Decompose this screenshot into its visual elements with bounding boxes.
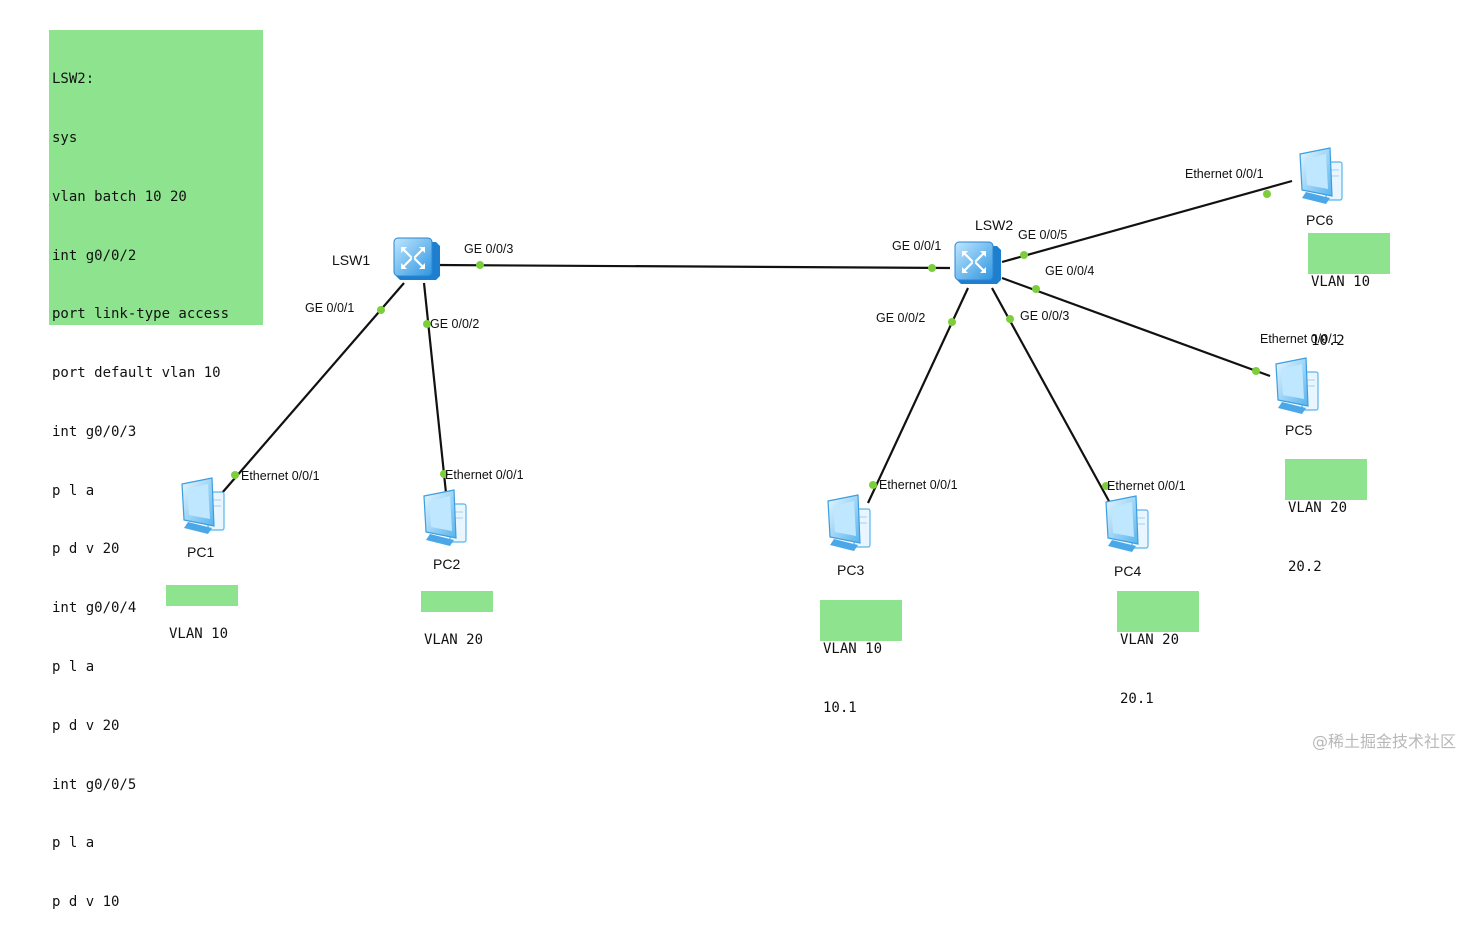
config-line: sys (52, 129, 78, 146)
port-dot-lsw1-ge002 (423, 320, 431, 328)
vlan-tag-pc1: VLAN 10 (166, 585, 238, 642)
port-label-pc5-eth: Ethernet 0/0/1 (1260, 332, 1339, 346)
topology-canvas (181, 147, 1343, 553)
config-line: int g0/0/4 (52, 600, 137, 617)
vlan-tag-pc2: VLAN 20 (421, 591, 493, 648)
config-note: LSW2: sys vlan batch 10 20 int g0/0/2 po… (49, 30, 263, 910)
vlan-tag-line: 20.2 (1288, 558, 1322, 575)
switch-icon[interactable] (392, 236, 442, 282)
switch-icon[interactable] (953, 240, 1003, 286)
port-label-lsw2-ge003: GE 0/0/3 (1020, 309, 1070, 323)
config-line: int g0/0/2 (52, 247, 137, 264)
device-name-pc6: PC6 (1306, 212, 1334, 228)
pc-icon[interactable] (1105, 495, 1149, 553)
config-line: p l a (52, 659, 95, 675)
link-lsw1-lsw2[interactable] (435, 263, 951, 270)
port-label-pc4-eth: Ethernet 0/0/1 (1107, 479, 1186, 493)
config-line: vlan batch 10 20 (52, 188, 187, 205)
vlan-tag-line: VLAN 20 (1120, 632, 1180, 649)
config-line: p d v 20 (52, 541, 120, 558)
vlan-tag-pc4: VLAN 20 20.1 (1117, 591, 1199, 707)
config-line: port link-type access (52, 306, 230, 323)
device-name-pc3: PC3 (837, 562, 865, 578)
config-line: port default vlan 10 (52, 365, 221, 382)
config-line: p d v 20 (52, 717, 120, 734)
port-dot-pc5-eth (1252, 367, 1260, 375)
config-line: p d v 10 (52, 894, 120, 911)
port-label-pc3-eth: Ethernet 0/0/1 (879, 478, 958, 492)
port-dots (231, 190, 1271, 490)
port-label-lsw1-ge001: GE 0/0/1 (305, 301, 355, 315)
config-line: p l a (52, 835, 95, 852)
config-line: p l a (52, 482, 95, 499)
device-name-pc4: PC4 (1114, 563, 1142, 579)
device-name-lsw2: LSW2 (975, 217, 1014, 233)
vlan-tag-line: 10.2 (1311, 332, 1345, 349)
link-lsw1-pc2[interactable] (422, 282, 448, 494)
vlan-tag-line: VLAN 20 (1288, 500, 1348, 517)
watermark: @稀土掘金技术社区 (1311, 732, 1456, 751)
device-name-pc1: PC1 (187, 544, 215, 560)
port-label-lsw2-ge001: GE 0/0/1 (892, 239, 942, 253)
vlan-tag-line: VLAN 10 (169, 626, 229, 643)
port-label-lsw2-ge002: GE 0/0/2 (876, 311, 926, 325)
link-lsw2-pc5[interactable] (1001, 276, 1271, 378)
config-line: int g0/0/3 (52, 423, 137, 440)
links (221, 179, 1293, 504)
config-line: LSW2: (52, 71, 95, 88)
port-dot-pc2-eth (440, 470, 448, 478)
port-label-pc2-eth: Ethernet 0/0/1 (445, 468, 524, 482)
port-dot-pc4-eth (1102, 482, 1110, 490)
port-dot-lsw2-ge002 (948, 318, 956, 326)
port-dot-pc6-eth (1263, 190, 1271, 198)
device-name-pc5: PC5 (1285, 422, 1313, 438)
port-dot-lsw1-ge003 (476, 261, 484, 269)
port-dot-pc3-eth (869, 481, 877, 489)
link-lsw2-pc6[interactable] (1001, 179, 1293, 264)
port-label-lsw1-ge002: GE 0/0/2 (430, 317, 480, 331)
port-dot-lsw2-ge001 (928, 264, 936, 272)
vlan-tag-line: 10.1 (823, 699, 857, 716)
vlan-tag-line: VLAN 10 (1311, 274, 1371, 291)
port-label-pc1-eth: Ethernet 0/0/1 (241, 469, 320, 483)
vlan-tag-pc6: VLAN 10 10.2 (1308, 233, 1390, 349)
vlan-tag-pc3: VLAN 10 10.1 (820, 600, 902, 716)
link-lsw1-pc1[interactable] (221, 282, 405, 494)
device-name-pc2: PC2 (433, 556, 461, 572)
link-lsw2-pc4[interactable] (991, 287, 1111, 504)
device-name-lsw1: LSW1 (332, 252, 371, 268)
port-dot-lsw2-ge005 (1020, 251, 1028, 259)
port-label-pc6-eth: Ethernet 0/0/1 (1185, 167, 1264, 181)
pc-icon[interactable] (827, 494, 871, 552)
port-dot-lsw2-ge003 (1006, 315, 1014, 323)
config-line: int g0/0/5 (52, 776, 137, 793)
vlan-tag-line: 20.1 (1120, 690, 1154, 707)
port-dot-lsw1-ge001 (377, 306, 385, 314)
port-label-lsw2-ge004: GE 0/0/4 (1045, 264, 1095, 278)
vlan-tag-line: VLAN 20 (424, 632, 484, 649)
port-label-lsw1-ge003: GE 0/0/3 (464, 242, 514, 256)
port-dot-lsw2-ge004 (1032, 285, 1040, 293)
vlan-tag-line: VLAN 10 (823, 641, 883, 658)
pc-icon[interactable] (1299, 147, 1343, 205)
vlan-tag-pc5: VLAN 20 20.2 (1285, 459, 1367, 575)
port-label-lsw2-ge005: GE 0/0/5 (1018, 228, 1068, 242)
pc-icon[interactable] (423, 489, 467, 547)
port-dot-pc1-eth (231, 471, 239, 479)
